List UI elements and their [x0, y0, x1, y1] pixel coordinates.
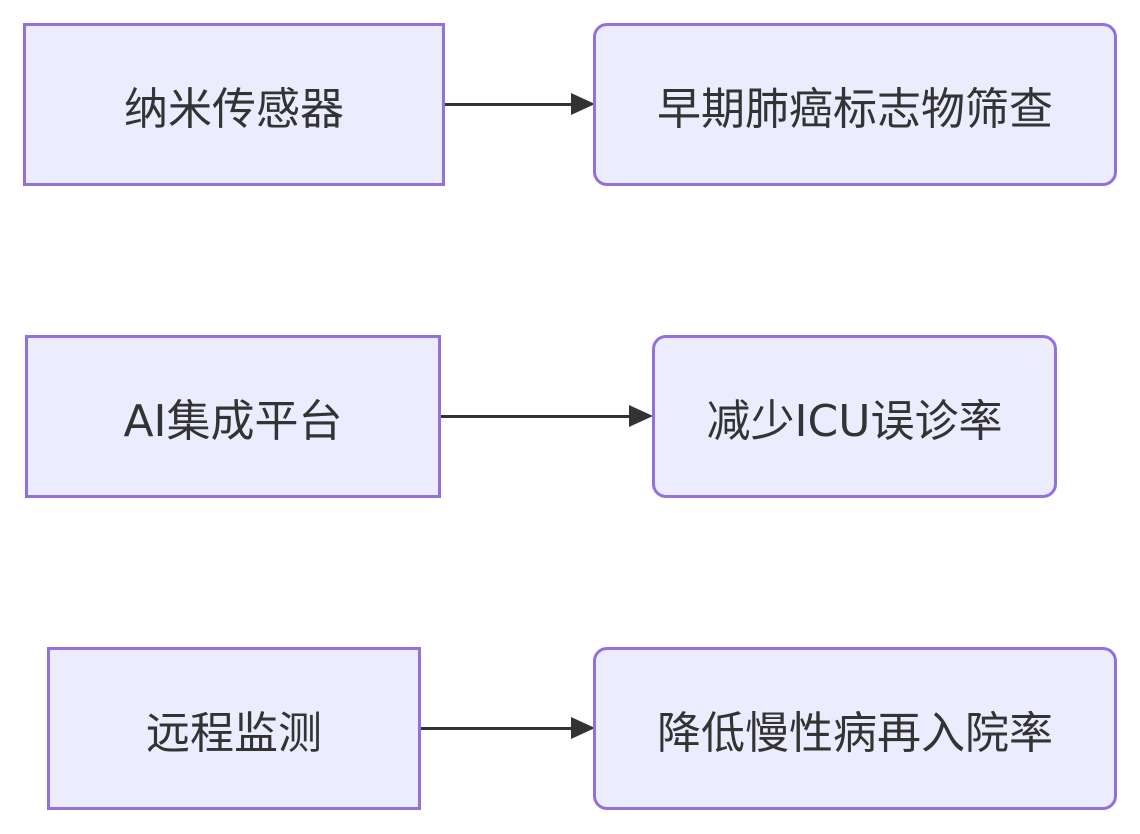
node-label: AI集成平台: [123, 395, 343, 447]
node-label: 远程监测: [146, 707, 322, 759]
source-node-ai-platform: AI集成平台: [25, 335, 441, 498]
target-node-icu-misdiagnosis: 减少ICU误诊率: [652, 335, 1057, 498]
arrowhead-icon: [571, 93, 595, 115]
source-node-remote-monitoring: 远程监测: [47, 647, 421, 810]
arrow-edge: [445, 103, 573, 106]
source-node-nano-sensor: 纳米传感器: [23, 23, 445, 186]
target-node-lung-cancer-screening: 早期肺癌标志物筛查: [593, 23, 1117, 186]
arrow-edge: [421, 727, 573, 730]
target-node-chronic-readmission: 降低慢性病再入院率: [593, 647, 1117, 810]
node-label: 纳米传感器: [124, 83, 344, 135]
node-label: 减少ICU误诊率: [706, 395, 1003, 447]
arrow-edge: [441, 415, 631, 418]
arrowhead-icon: [571, 717, 595, 739]
node-label: 降低慢性病再入院率: [657, 707, 1053, 759]
arrowhead-icon: [629, 405, 653, 427]
node-label: 早期肺癌标志物筛查: [657, 83, 1053, 135]
